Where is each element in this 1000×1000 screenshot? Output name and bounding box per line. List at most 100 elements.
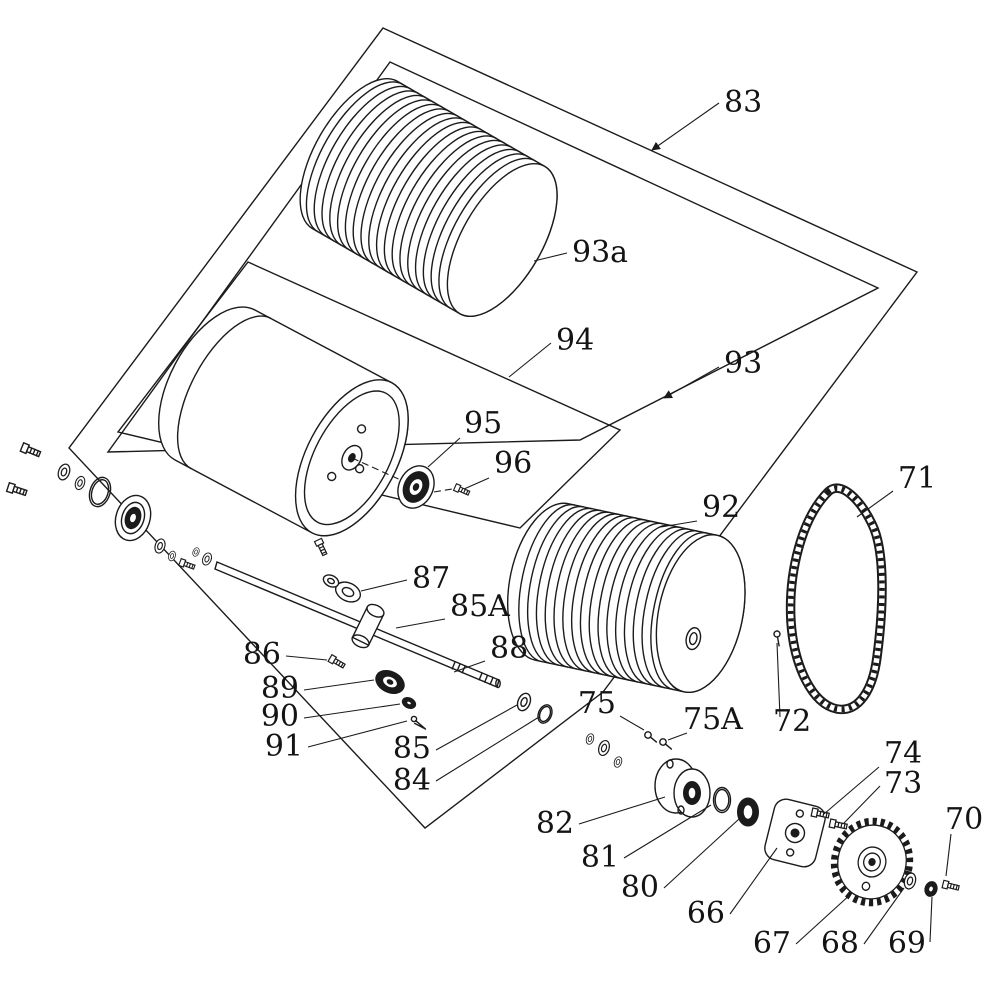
leader-line-94 — [508, 342, 552, 378]
label-71: 71 — [856, 461, 936, 518]
small-pins-75 — [584, 731, 673, 769]
bearing-80 — [737, 797, 759, 827]
leader-line-90 — [303, 703, 401, 719]
housing-panels — [68, 27, 919, 829]
inner-panel-94 — [116, 261, 622, 529]
part-label-81: 81 — [581, 840, 619, 875]
part-labels: 83 93a 94 93 95 96 92 71 — [243, 85, 983, 961]
part-label-71: 71 — [898, 461, 936, 496]
label-95: 95 — [427, 406, 502, 468]
part-label-84: 84 — [393, 763, 431, 798]
pin-72 — [773, 630, 781, 647]
leader-line-96 — [463, 477, 490, 490]
label-72: 72 — [773, 642, 811, 739]
coupler-85A — [351, 603, 385, 649]
leader-line-85 — [435, 704, 518, 751]
pin-91 — [410, 715, 427, 730]
label-87: 87 — [360, 561, 450, 596]
part-label-86: 86 — [243, 637, 281, 672]
leader-line-93 — [663, 366, 720, 399]
bolt-70 — [941, 879, 961, 893]
part-label-85A: 85A — [450, 589, 510, 624]
nut-69 — [924, 881, 938, 897]
leader-line-95 — [427, 437, 461, 468]
label-73: 73 — [843, 766, 922, 824]
label-92: 92 — [660, 490, 740, 528]
ring-84 — [537, 704, 553, 724]
part-label-95: 95 — [464, 406, 502, 441]
leader-line-92 — [660, 520, 698, 528]
label-81: 81 — [581, 804, 712, 875]
part-label-75A: 75A — [683, 702, 743, 737]
label-80: 80 — [621, 818, 740, 905]
bolt-73 — [828, 818, 849, 832]
bolt-96 — [452, 483, 471, 498]
label-69: 69 — [888, 896, 933, 961]
part-label-68: 68 — [821, 926, 859, 961]
bearing-87 — [334, 581, 362, 603]
part-label-87: 87 — [412, 561, 450, 596]
label-94: 94 — [508, 323, 594, 378]
part-label-94: 94 — [556, 323, 594, 358]
leader-line-69 — [929, 896, 933, 943]
part-label-66: 66 — [687, 896, 725, 931]
label-90: 90 — [261, 699, 401, 734]
drum-92 — [506, 502, 746, 694]
label-88: 88 — [453, 631, 528, 673]
part-label-83: 83 — [724, 85, 762, 120]
nut-90 — [401, 697, 417, 709]
label-83: 83 — [651, 85, 762, 151]
label-85: 85 — [393, 704, 518, 766]
leader-line-71 — [856, 490, 894, 518]
hub-flange — [114, 494, 152, 542]
label-93: 93 — [663, 346, 762, 399]
part-label-67: 67 — [753, 926, 791, 961]
label-82: 82 — [536, 796, 666, 841]
part-label-74: 74 — [884, 736, 922, 771]
part-label-90: 90 — [261, 699, 299, 734]
label-67: 67 — [753, 892, 853, 961]
axle-shaft-88 — [214, 561, 501, 689]
drive-assembly — [654, 758, 961, 907]
leader-line-84 — [435, 716, 540, 782]
hub-82 — [654, 758, 711, 818]
bearing-race — [322, 574, 340, 588]
leader-line-72 — [776, 642, 781, 718]
leader-line-68 — [863, 887, 905, 945]
leader-line-89 — [303, 679, 375, 691]
axle-assembly — [191, 537, 553, 730]
part-label-89: 89 — [261, 671, 299, 706]
part-label-73: 73 — [884, 766, 922, 801]
part-label-96: 96 — [494, 446, 532, 481]
part-label-80: 80 — [621, 870, 659, 905]
pulley-95 — [397, 465, 435, 509]
label-89: 89 — [261, 671, 375, 706]
part-label-75: 75 — [578, 686, 616, 721]
left-hub-hardware — [5, 442, 197, 572]
leader-line-87 — [360, 579, 408, 592]
leader-line-83 — [651, 102, 720, 151]
part-label-92: 92 — [702, 490, 740, 525]
label-96: 96 — [463, 446, 532, 490]
part-label-85: 85 — [393, 731, 431, 766]
outer-panel-83 — [68, 27, 919, 829]
label-75A: 75A — [667, 702, 743, 741]
bolt-86 — [327, 654, 347, 670]
label-68: 68 — [821, 887, 905, 961]
leader-line-80 — [663, 818, 740, 889]
leader-line-91 — [307, 720, 408, 748]
part-label-82: 82 — [536, 806, 574, 841]
o-ring — [88, 476, 112, 508]
leader-line-67 — [795, 892, 853, 945]
part-label-93a: 93a — [572, 235, 628, 270]
label-74: 74 — [823, 736, 922, 815]
bearing-89 — [375, 669, 405, 695]
leader-line-73 — [843, 785, 881, 824]
leader-line-85A — [395, 618, 446, 629]
label-85A: 85A — [395, 589, 510, 629]
leader-line-75A — [667, 732, 688, 741]
leader-line-81 — [623, 804, 712, 859]
leader-line-75 — [619, 715, 645, 731]
